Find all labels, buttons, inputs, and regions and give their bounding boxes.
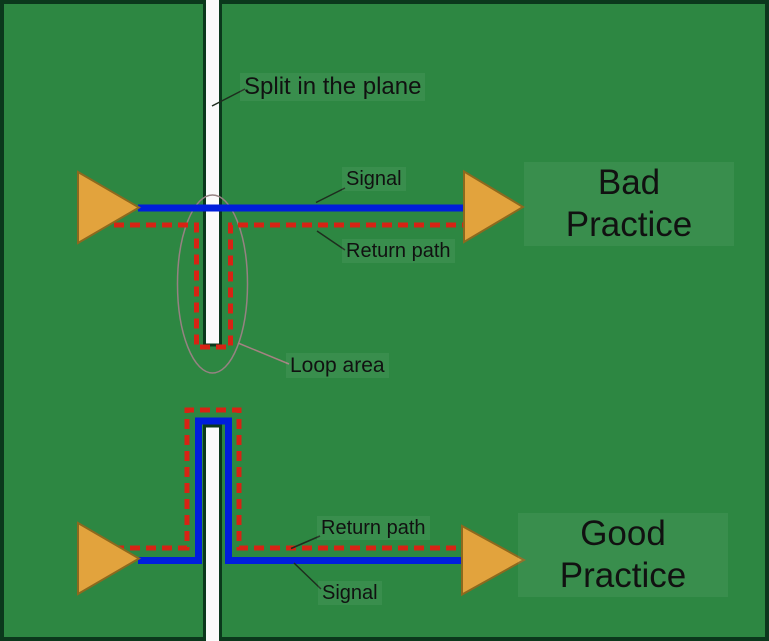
signal-top-leader <box>315 187 346 204</box>
signal-label-good: Signal <box>318 581 382 605</box>
split-label: Split in the plane <box>240 73 426 102</box>
return-path-label-good: Return path <box>317 516 430 540</box>
return-top-leader <box>316 230 346 251</box>
plane-split-top <box>203 0 222 347</box>
receiver-triangle-bad <box>463 169 525 244</box>
signal-bottom-leader <box>293 562 322 590</box>
driver-triangle-bad <box>77 170 141 245</box>
receiver-triangle-good <box>461 524 527 597</box>
good-practice-line1: Good <box>580 514 666 553</box>
return-path-bad <box>114 222 466 350</box>
bad-practice-line1: Bad <box>597 163 661 202</box>
signal-trace-good <box>138 417 463 564</box>
loop-area-ellipse <box>176 194 249 374</box>
plane-split-bottom <box>203 424 222 641</box>
signal-label-bad: Signal <box>342 167 406 191</box>
bad-practice-title: Bad Practice <box>524 162 734 246</box>
bad-practice-line2: Practice <box>565 205 693 244</box>
good-practice-line2: Practice <box>559 556 687 595</box>
loop-area-label: Loop area <box>286 353 389 379</box>
return-path-good <box>114 407 463 551</box>
good-practice-title: Good Practice <box>518 513 728 597</box>
loop-area-leader <box>237 342 290 365</box>
return-path-label-bad: Return path <box>342 239 455 263</box>
split-label-leader <box>211 88 246 107</box>
driver-triangle-good <box>77 521 141 596</box>
return-bottom-leader <box>290 535 321 550</box>
